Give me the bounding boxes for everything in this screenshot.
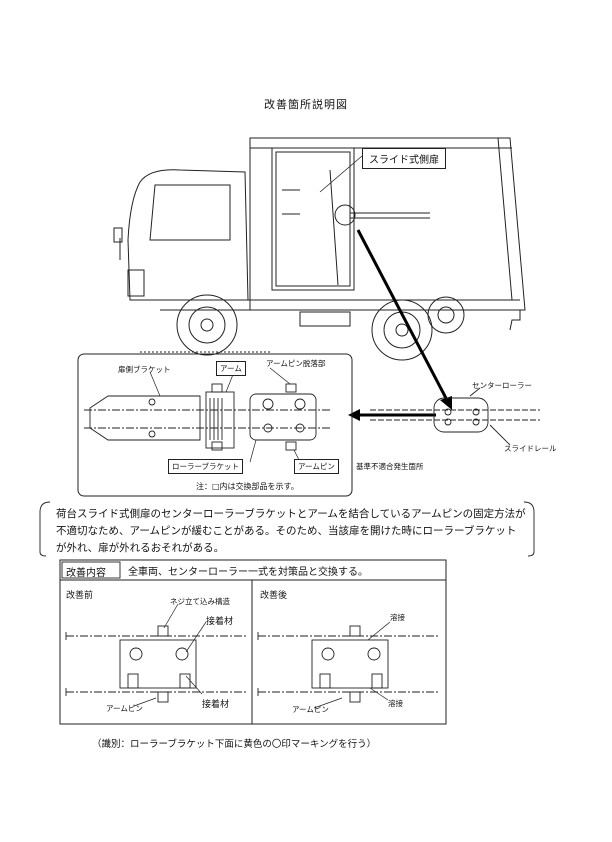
- arm-label: アーム: [216, 361, 246, 376]
- after-arm-pin-label: アームピン: [292, 705, 329, 714]
- slide-rail-label: スライドレール: [504, 444, 557, 453]
- improvement-header: 改善内容: [66, 568, 106, 579]
- identification-note: （識別：ローラーブラケット下面に黄色の〇印マーキングを行う）: [92, 739, 377, 750]
- description-text: 荷台スライド式側扉のセンターローラーブラケットとアームを結合しているアームピンの…: [56, 508, 526, 554]
- improvement-content: 全車両、センターローラー一式を対策品と交換する。: [128, 567, 368, 578]
- before-title: 改善前: [66, 591, 94, 601]
- door-bracket-label: 扉側ブラケット: [118, 365, 171, 374]
- screw-structure-label: ネジ立て込み構造: [170, 597, 230, 606]
- after-title: 改善後: [260, 591, 288, 601]
- before-arm-pin-label: アームピン: [106, 704, 143, 713]
- center-roller-label: センターローラー: [472, 381, 532, 390]
- adhesive-label-lower: 接着材: [202, 700, 230, 710]
- roller-bracket-label: ローラーブラケット: [168, 459, 244, 474]
- weld-label-lower: 溶接: [388, 699, 403, 708]
- adhesive-label-upper: 接着材: [206, 617, 234, 627]
- detail-note: 注：□内は交換部品を示す。: [196, 482, 299, 491]
- arm-pin-out-label: アームピン脱落部: [266, 359, 326, 368]
- arm-pin-label: アームピン: [294, 459, 339, 474]
- weld-label-upper: 溶接: [390, 613, 405, 622]
- defect-location-label: 基準不適合発生箇所: [356, 462, 424, 471]
- page-title: 改善箇所説明図: [264, 98, 348, 111]
- slide-door-label: スライド式側扉: [362, 148, 446, 169]
